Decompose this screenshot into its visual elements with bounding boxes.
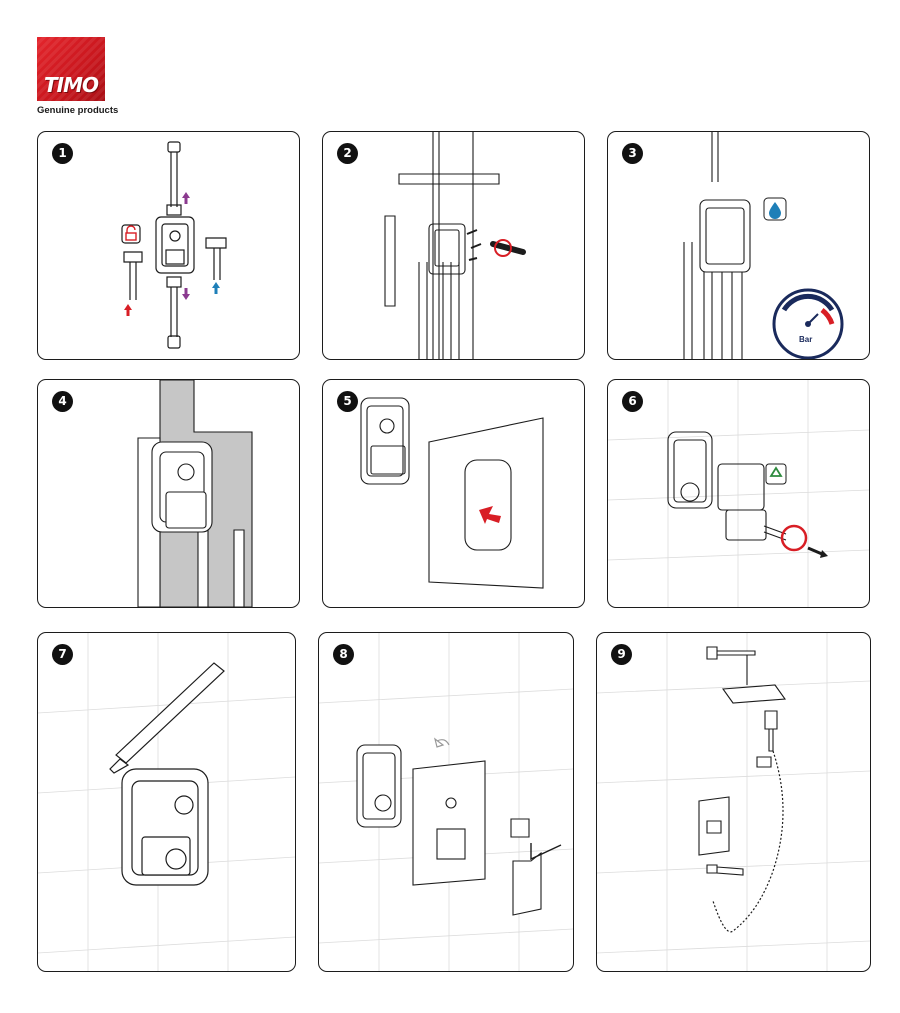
mounting-bracket-icon [398,173,500,185]
logo-tagline: Genuine products [37,105,119,116]
brand-logo: TIMO Genuine products [37,37,118,119]
screw-icon [466,229,482,261]
shower-head-icon [721,684,787,704]
gauge-unit-label: Bar [799,335,813,344]
step-8-illustration [319,633,573,971]
step-number-6: 6 [622,391,643,412]
pressure-gauge-icon [772,288,844,359]
step-1-illustration [121,141,227,349]
wall-plug-icon [490,239,526,257]
step-panel-8: 8 [318,632,574,972]
water-drop-icon [763,197,787,221]
step-panel-6: 6 [607,379,870,608]
step-7-illustration [38,633,295,971]
step-panel-2: 2 [322,131,585,360]
unscrew-arrow-icon [780,524,828,558]
cover-plate-icon [412,760,486,886]
cutter-knife-icon [109,662,225,774]
step-6-illustration [608,380,869,607]
step-panel-1: 1 [37,131,300,360]
logo-wordmark: TIMO [44,73,99,97]
step-number-3: 3 [622,143,643,164]
step-5-illustration [360,397,544,589]
step-number-5: 5 [337,391,358,412]
handle-icon [512,851,542,916]
recycle-icon [765,463,787,485]
hand-shower-icon [764,710,778,752]
step-number-8: 8 [333,644,354,665]
step-9-illustration [597,633,870,971]
down-arrow-icon [182,288,190,300]
step-number-7: 7 [52,644,73,665]
step-3-illustration [683,132,844,359]
padlock-icon [125,225,137,241]
template-plate-icon [428,417,544,589]
step-number-1: 1 [52,143,73,164]
step-number-4: 4 [52,391,73,412]
step-panel-5: 5 [322,379,585,608]
spout-icon [706,864,744,876]
step-number-2: 2 [337,143,358,164]
hex-key-icon [530,843,562,861]
step-panel-4: 4 [37,379,300,608]
step-4-illustration [137,380,253,607]
logo-mark-icon: TIMO [37,37,105,101]
step-panel-7: 7 [37,632,296,972]
up-arrow-icon [182,192,190,204]
step-number-9: 9 [611,644,632,665]
step-2-illustration [384,132,526,359]
step-panel-3: 3 Bar [607,131,870,360]
step-panel-9: 9 [596,632,871,972]
red-arrow-icon [479,506,501,524]
